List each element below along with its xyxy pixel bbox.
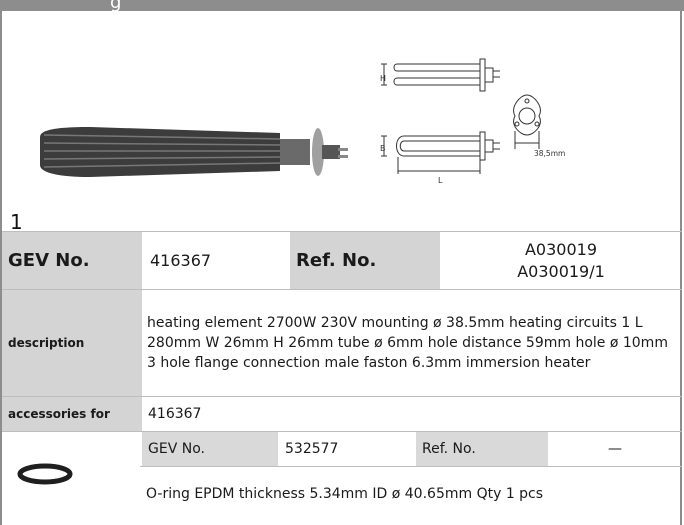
accessory-gev-value: 532577 [285,441,339,457]
ref-value-2: A030019/1 [517,261,605,281]
dimension-h-label: H [380,74,386,83]
accessory-gev-label: GEV No. [142,432,278,466]
accessory-ref-value: — [608,441,622,457]
accessory-ref-label: Ref. No. [416,432,548,466]
technical-drawing-side [381,58,500,92]
product-image-area: H B L 38,5mm [0,11,684,234]
dimension-l-label: L [438,176,443,185]
flange-diameter-label: 38,5mm [534,149,565,158]
heating-element-photo: H B L 38,5mm [40,58,565,185]
accessory-description: O-ring EPDM thickness 5.34mm ID ø 40.65m… [146,486,544,502]
technical-drawing-top [381,131,500,174]
accessories-value: 416367 [148,406,202,422]
accessories-label: accessories for [2,397,142,431]
flange-drawing [513,94,541,149]
ref-values: A030019 A030019/1 [440,232,682,289]
heating-element-image [40,127,348,177]
gev-label: GEV No. [2,232,142,289]
accessory-info-row: GEV No. 532577 Ref. No. — [2,431,682,466]
accessory-divider [140,466,682,467]
accessories-row: accessories for 416367 [2,396,682,431]
ref-value-1: A030019 [524,239,598,259]
description-label: description [2,290,142,396]
ref-label: Ref. No. [290,232,440,289]
description-row: description heating element 2700W 230V m… [2,289,682,396]
sheet-frame [0,11,682,525]
description-text: heating element 2700W 230V mounting ø 38… [147,315,668,371]
o-ring-image [17,463,73,485]
main-info-row: GEV No. 416367 Ref. No. A030019 A030019/… [2,231,682,289]
product-number: 1 [10,210,23,234]
dimension-b-label: B [380,144,386,153]
gev-value: 416367 [150,251,212,270]
section-header-bar: g [0,0,684,11]
section-title-fragment: g [110,0,122,11]
